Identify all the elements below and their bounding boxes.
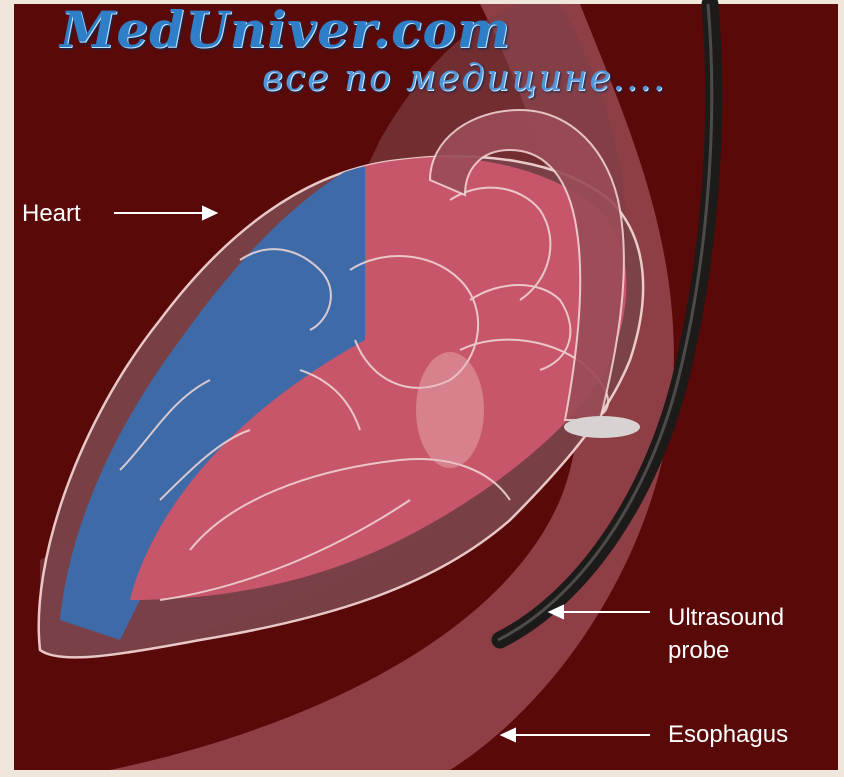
heart-label: Heart [22,197,81,230]
esophagus-label: Esophagus [668,718,788,751]
atrium-shape [416,352,484,468]
aorta-opening-shape [564,416,640,438]
heart-arrow [114,207,216,219]
ultrasound-probe-label: Ultrasound probe [668,601,838,667]
watermark-subtitle: все по медицине.... [262,58,666,99]
esophagus-arrow [502,729,650,741]
watermark-title: MedUniver.com [60,0,511,59]
